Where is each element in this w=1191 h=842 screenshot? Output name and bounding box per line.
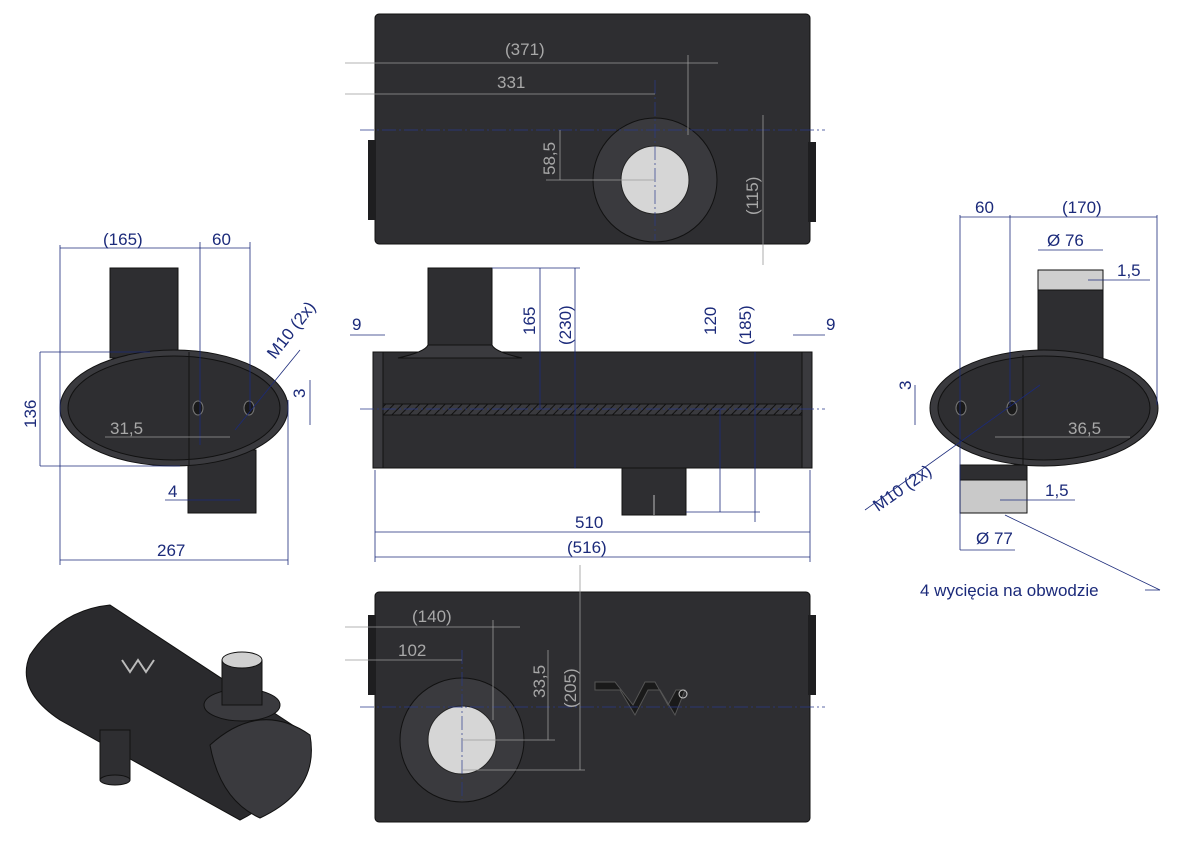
front-view-inlet-pipe: [427, 267, 493, 357]
right-view-m10-hole: [1006, 400, 1018, 416]
dim-102: 102: [398, 641, 426, 660]
dim-120: 120: [701, 307, 720, 335]
dim-510: 510: [575, 513, 603, 532]
dim-516: (516): [567, 538, 607, 557]
right-view-m10-hole: [955, 400, 967, 416]
dim-60-right: 60: [975, 198, 994, 217]
dim-267: 267: [157, 541, 185, 560]
dim-136: 136: [21, 400, 40, 428]
isometric-view: [25, 604, 312, 821]
dim-3-left: 3: [290, 389, 309, 398]
front-view: 9 9 165 (230) 120 (185) 510 (516): [350, 267, 835, 562]
dim-185: (185): [736, 305, 755, 345]
dim-58-5: 58,5: [540, 142, 559, 175]
dim-33-5: 33,5: [530, 665, 549, 698]
bottom-view: (140) 102 33,5 (205): [345, 565, 825, 823]
right-view: 60 (170) Ø 76 1,5 3 36,5 M10 (2x) 1,5 Ø …: [864, 198, 1161, 600]
dim-371: (371): [505, 40, 545, 59]
dim-36-5: 36,5: [1068, 419, 1101, 438]
dim-31-5: 31,5: [110, 419, 143, 438]
dim-3-right: 3: [896, 381, 915, 390]
dim-230: (230): [556, 305, 575, 345]
dim-4: 4: [168, 482, 177, 501]
note-cutouts: 4 wycięcia na obwodzie: [920, 581, 1099, 600]
dim-9-left: 9: [352, 315, 361, 334]
dim-m10-left: M10 (2x): [263, 298, 319, 363]
left-view-m10-hole: [192, 400, 204, 416]
dim-1-5-top: 1,5: [1117, 261, 1141, 280]
dim-d77: Ø 77: [976, 529, 1013, 548]
left-view-m10-hole: [243, 400, 255, 416]
top-view-flange-right: [808, 142, 816, 222]
dim-170: (170): [1062, 198, 1102, 217]
dim-140: (140): [412, 607, 452, 626]
top-view: (371) 331 58,5 (115): [345, 13, 825, 265]
top-view-flange-left: [368, 140, 376, 220]
dim-1-5-bottom: 1,5: [1045, 481, 1069, 500]
dim-9-right: 9: [826, 315, 835, 334]
dim-205: (205): [561, 668, 580, 708]
left-view: (165) 60 M10 (2x) 136 3 31,5 4 267: [21, 230, 319, 565]
dim-331: 331: [497, 73, 525, 92]
dim-115: (115): [743, 177, 762, 215]
front-view-seam: [382, 403, 803, 416]
dim-60-left: 60: [212, 230, 231, 249]
dim-165-left: (165): [103, 230, 143, 249]
dim-165: 165: [520, 307, 539, 335]
dim-m10-right: M10 (2x): [869, 461, 935, 515]
brand-logo: [594, 681, 688, 717]
left-view-inlet-pipe: [109, 267, 179, 359]
dim-d76: Ø 76: [1047, 231, 1084, 250]
